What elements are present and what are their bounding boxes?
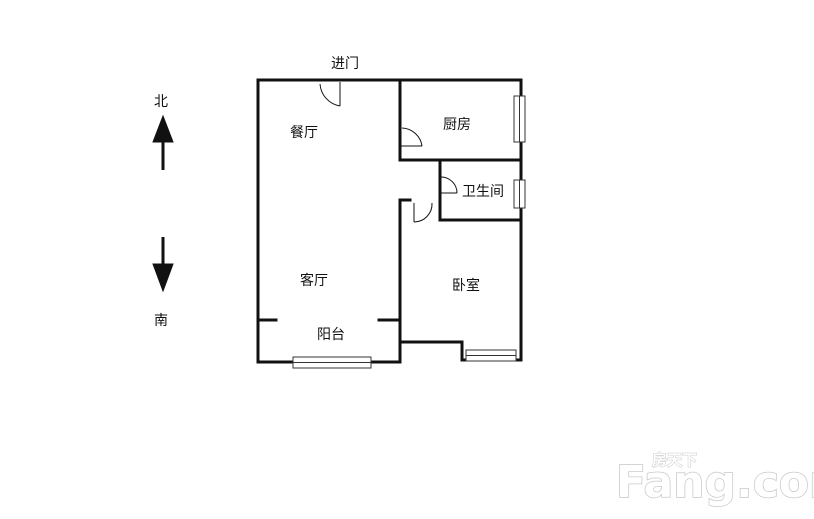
room-label-living: 客厅: [300, 272, 328, 289]
bedroom-window-icon: [465, 349, 517, 362]
bathroom-window-icon: [513, 179, 526, 209]
north-label: 北: [154, 94, 168, 110]
bedroom-door-icon: [413, 202, 433, 223]
kitchen-window-icon: [513, 95, 526, 143]
room-label-bathroom: 卫生间: [462, 184, 504, 200]
room-label-dining: 餐厅: [290, 125, 318, 141]
watermark-main: Fang.com: [616, 457, 814, 508]
bathroom-door-icon: [440, 176, 458, 194]
room-label-bedroom: 卧室: [452, 277, 480, 294]
south-label: 南: [154, 313, 168, 329]
balcony-window-icon: [292, 356, 372, 369]
room-label-balcony: 阳台: [317, 327, 345, 343]
fang-watermark-logo: 房天下 Fang.com: [615, 451, 814, 509]
compass: 北 南: [152, 94, 174, 329]
entrance-door-icon: [319, 82, 341, 107]
kitchen-door-icon: [401, 127, 423, 147]
north-arrow-icon: [152, 114, 174, 170]
entrance-label: 进门: [331, 56, 359, 72]
walls: [256, 78, 523, 364]
room-label-kitchen: 厨房: [443, 117, 471, 133]
watermark-sub: 房天下: [652, 451, 697, 469]
south-arrow-icon: [152, 237, 174, 293]
